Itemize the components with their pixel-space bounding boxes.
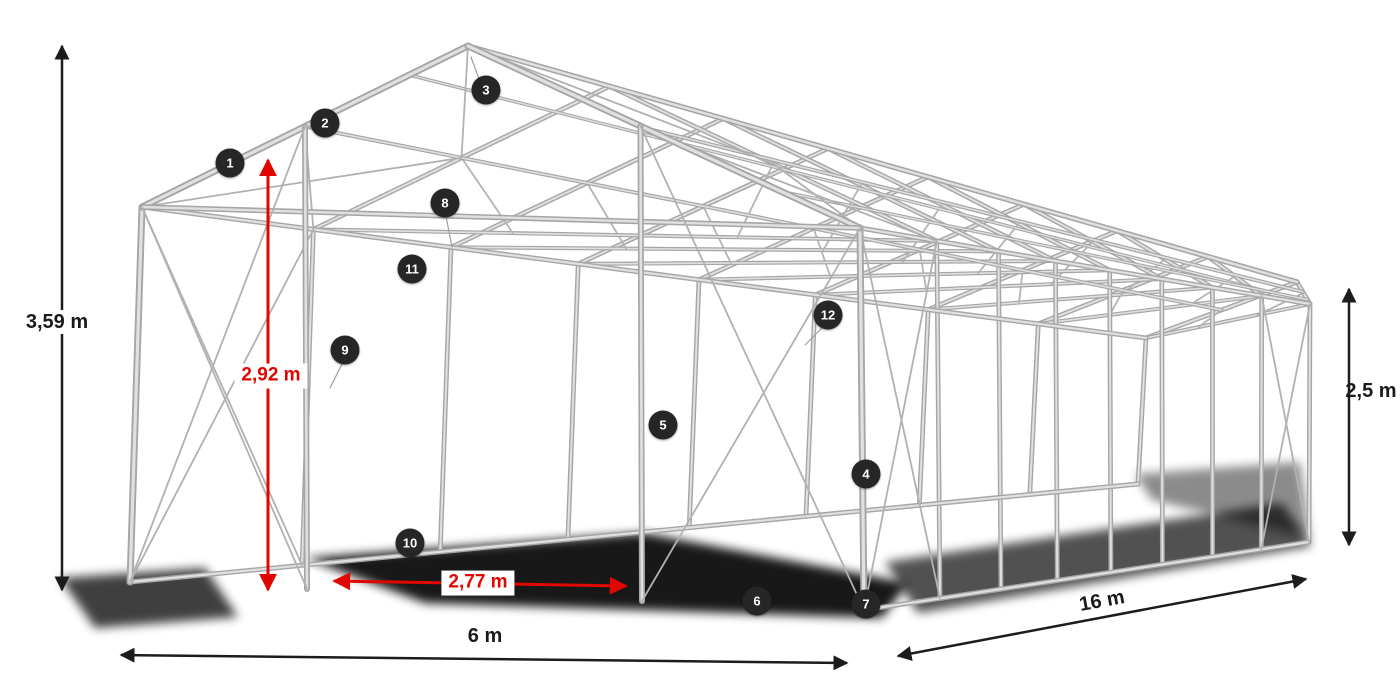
dimension-width: 6 m	[467, 625, 503, 647]
dimension-total-height: 3,59 m	[20, 310, 94, 334]
dimension-side-height: 2,5 m	[1345, 380, 1397, 402]
dimension-clear-width: 2,77 m	[441, 570, 515, 596]
dimension-clear-height: 2,92 m	[234, 363, 308, 389]
